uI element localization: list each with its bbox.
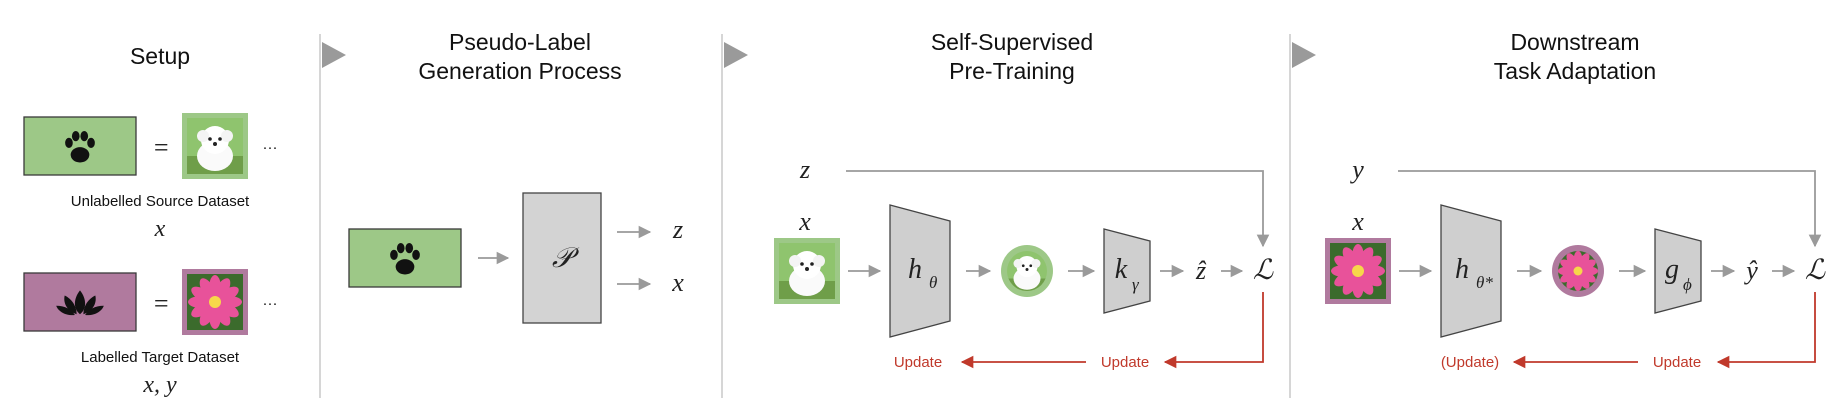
- update-label-head: Update: [1653, 354, 1701, 371]
- pretrain-z-label: z: [799, 155, 810, 184]
- loss-symbol: ℒ: [1253, 255, 1274, 286]
- dog-photo: [182, 113, 248, 179]
- prediction-y-hat: ŷ: [1743, 256, 1758, 285]
- downstream-title-line1: Downstream: [1510, 29, 1639, 55]
- source-variable: x: [154, 216, 166, 242]
- pseudo-label-x: x: [671, 268, 684, 297]
- downstream-y-label: y: [1349, 155, 1364, 184]
- target-equals: =: [152, 289, 170, 318]
- arrow: [1398, 170, 1822, 248]
- head-block: [1103, 228, 1151, 314]
- source-dataset-box: [23, 116, 137, 176]
- update-label-encoder: Update: [894, 354, 942, 371]
- source-dataset-label: Unlabelled Source Dataset: [71, 193, 250, 210]
- encoder-symbol: h: [1455, 254, 1469, 285]
- target-dataset-row: = ··· Labelled Target Dataset x, y: [23, 269, 278, 398]
- target-dataset-label: Labelled Target Dataset: [81, 349, 240, 366]
- pseudo-label-title-line2: Generation Process: [418, 58, 621, 84]
- embedding-circle: [1552, 245, 1604, 297]
- section-dividers: [319, 34, 1316, 398]
- arrow: [846, 170, 1270, 248]
- pretrain-x-label: x: [798, 207, 811, 236]
- flower-photo: [1325, 238, 1391, 304]
- target-dataset-box: [23, 272, 137, 332]
- encoder-block: [889, 204, 951, 338]
- source-dataset-box: [348, 228, 462, 288]
- encoder-symbol: h: [908, 254, 922, 285]
- head-symbol: g: [1665, 254, 1679, 285]
- head-block: [1654, 228, 1702, 314]
- setup-title: Setup: [130, 43, 190, 69]
- dog-photo: [774, 238, 840, 304]
- update-arrow: [1163, 292, 1264, 369]
- encoder-block: [1440, 204, 1502, 338]
- pseudo-label-z: z: [672, 215, 683, 244]
- downstream-section: y x h θ* g ϕ ŷ ℒ Update (Update): [1325, 155, 1826, 371]
- flower-photo: [182, 269, 248, 335]
- loss-symbol: ℒ: [1805, 255, 1826, 286]
- prediction-z-hat: ẑ: [1195, 256, 1207, 285]
- update-label-head: Update: [1101, 354, 1149, 371]
- pseudo-label-title-line1: Pseudo-Label: [449, 29, 591, 55]
- head-symbol: k: [1115, 254, 1128, 285]
- update-arrow: [1716, 292, 1816, 369]
- downstream-title-line2: Task Adaptation: [1494, 58, 1656, 84]
- head-subscript: γ: [1132, 275, 1140, 294]
- encoder-subscript: θ*: [1476, 273, 1493, 292]
- downstream-x-label: x: [1351, 207, 1364, 236]
- target-variable: x, y: [142, 372, 177, 398]
- encoder-subscript: θ: [929, 273, 937, 292]
- process-block: [522, 192, 602, 324]
- target-ellipsis: ···: [263, 295, 278, 312]
- pretraining-title-line1: Self-Supervised: [931, 29, 1093, 55]
- head-subscript: ϕ: [1683, 275, 1692, 294]
- pretraining-title-line2: Pre-Training: [949, 58, 1075, 84]
- source-ellipsis: ···: [263, 139, 278, 156]
- source-dataset-row: = ··· Unlabelled Source Dataset x: [23, 113, 278, 242]
- pseudo-label-section: 𝒫 z x: [348, 192, 684, 324]
- pretraining-section: z x h θ k γ ẑ ℒ Update Update: [774, 155, 1274, 371]
- update-label-encoder: (Update): [1441, 354, 1499, 371]
- embedding-circle: [1001, 245, 1053, 297]
- source-equals: =: [152, 133, 170, 162]
